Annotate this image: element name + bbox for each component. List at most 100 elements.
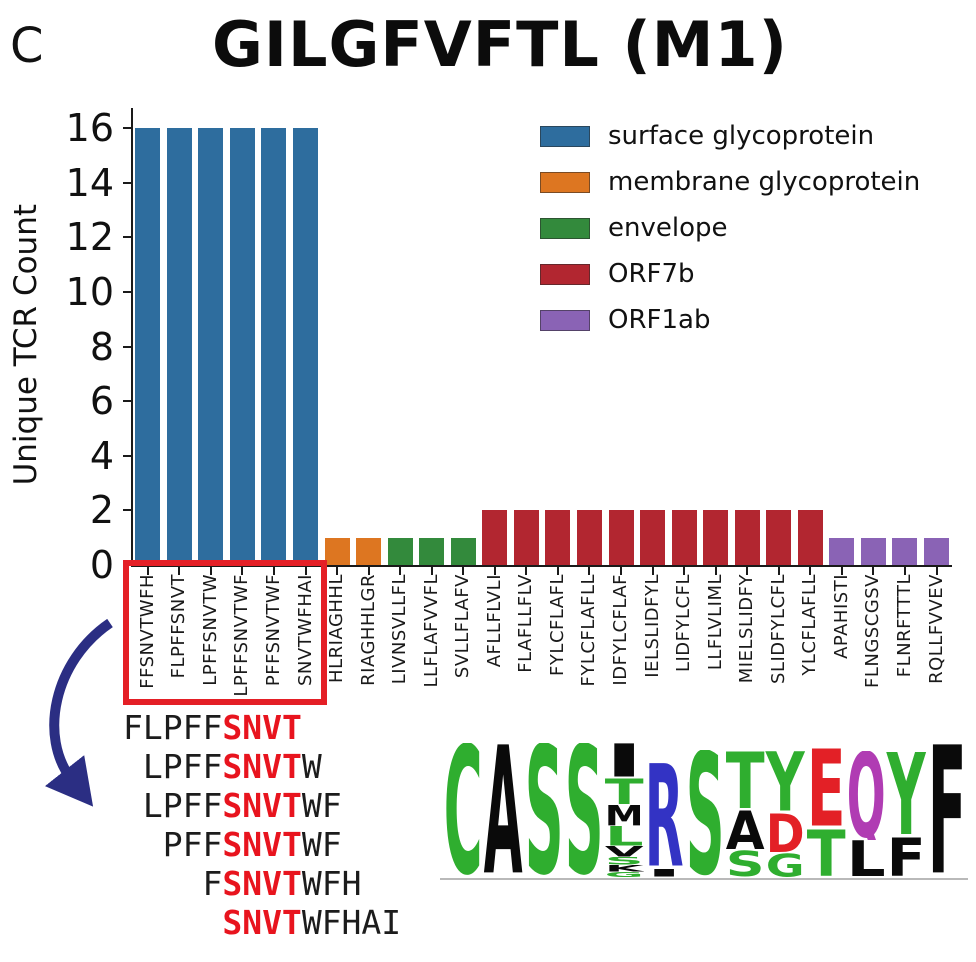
logo-letter-Y: Y [765,751,805,813]
x-tick-label: HLRIAGHHL [326,574,348,683]
x-tick-mark [272,567,275,575]
bar-LLFLAFVVFL [419,537,445,565]
svg-text:M: M [605,805,644,826]
bar-LLFLVLIML [703,510,729,565]
bar-HLRIAGHHL [324,537,350,565]
bar-SVLLFLAFV [450,537,476,565]
x-tick-label: LLFLVLIML [704,574,726,671]
x-tick-label: SVLLFLAFV [452,574,474,679]
x-tick-mark [367,567,370,575]
bar-PFFSNVTWF [261,128,287,565]
sequence-suffix: WFHAI [301,903,402,942]
logo-column-4: S [564,743,604,877]
logo-letter-T: T [726,751,765,810]
sequence-motif: SNVT [222,864,302,903]
x-tick-mark [304,567,307,575]
y-tick-mark [123,400,131,403]
logo-letter-S: S [524,743,563,877]
bar-FYLCFLAFLL [576,510,602,565]
bar-RQLLFVVEV [924,537,950,565]
x-tick-mark [399,567,402,575]
y-tick-mark [123,291,131,293]
logo-baseline [440,878,968,880]
sequence-suffix: WF [301,786,342,825]
x-tick-label: IDFYLCFLAF [610,574,632,686]
x-tick-mark [209,567,212,575]
logo-letter-F: F [927,743,966,877]
aligned-sequence-row: LPFFSNVTWF [123,786,401,825]
x-tick-mark [146,567,149,575]
legend-swatch [540,263,590,285]
bar-FLNRFTTTL [892,537,918,565]
legend-swatch [540,309,590,331]
svg-text:Y: Y [886,751,926,837]
logo-letter-I: I [605,743,644,778]
sequence-prefix: PFF [162,825,223,864]
svg-text:A: A [484,743,523,877]
logo-letter-A: A [484,743,523,877]
x-tick-mark [746,567,749,575]
curved-arrow-icon [44,618,113,807]
x-tick-label: FYLCFLAFL [546,574,568,676]
svg-text:I: I [645,869,684,877]
x-tick-mark [777,567,780,575]
svg-text:D: D [766,813,805,853]
bar-FLNGSCGSV [860,537,886,565]
sequence-prefix: F [202,864,223,903]
bar-FLAFLLFLV [513,510,539,565]
bar-RIAGHHLGR [356,537,382,565]
logo-letter-Q: Q [847,751,886,839]
logo-letter-V: V [605,846,644,857]
x-tick-label: RQLLFVVEV [925,574,947,684]
svg-text:L: L [847,840,886,878]
y-tick-mark [123,181,131,184]
svg-text:Y: Y [765,751,805,813]
logo-letter-F: F [887,837,926,877]
logo-letter-A: A [726,810,765,850]
aligned-sequence-row: FSNVTWFH [123,864,401,903]
y-tick-label: 8 [89,324,114,369]
legend-row-membrane-glycoprotein: membrane glycoprotein [540,167,920,197]
logo-letter-C: C [444,743,483,877]
x-tick-label: SLIDFYLCFL [767,574,789,684]
svg-text:S: S [726,850,765,877]
svg-text:S: S [605,857,644,865]
x-tick-label: YLCFLAFLL [799,574,821,676]
y-tick-mark [123,236,131,239]
sequence-suffix: W [301,747,322,786]
svg-text:G: G [605,872,644,877]
legend-row-ORF7b: ORF7b [540,259,695,289]
x-tick-mark [809,567,812,575]
svg-text:E: E [806,748,845,828]
x-tick-label: FLNGSCGSV [862,574,884,688]
svg-text:T: T [806,829,845,877]
bar-IDFYLCFLAF [608,510,634,565]
x-tick-mark [336,567,339,575]
legend-row-surface-glycoprotein: surface glycoprotein [540,121,875,151]
legend-label: surface glycoprotein [608,121,875,151]
svg-text:I: I [605,743,644,778]
y-tick-mark [123,345,131,348]
legend-row-ORF1ab: ORF1ab [540,305,710,335]
x-tick-mark [714,567,717,575]
x-tick-mark [620,567,623,575]
logo-letter-S: S [565,743,604,877]
sequence-motif: SNVT [222,708,302,747]
y-tick-label: 0 [89,543,114,587]
sequence-suffix: WFH [301,864,362,903]
x-tick-mark [462,567,465,575]
x-tick-label: APAHISTI [830,574,852,659]
svg-text:T: T [605,778,645,805]
x-tick-label: FLNRFTTTL [893,574,915,678]
bar-LPFFSNVTWF [229,128,255,565]
svg-text:L: L [605,826,644,846]
svg-text:S: S [686,750,725,877]
legend-swatch [540,171,590,193]
chart-title: GILGFVFTL (M1) [212,8,788,81]
